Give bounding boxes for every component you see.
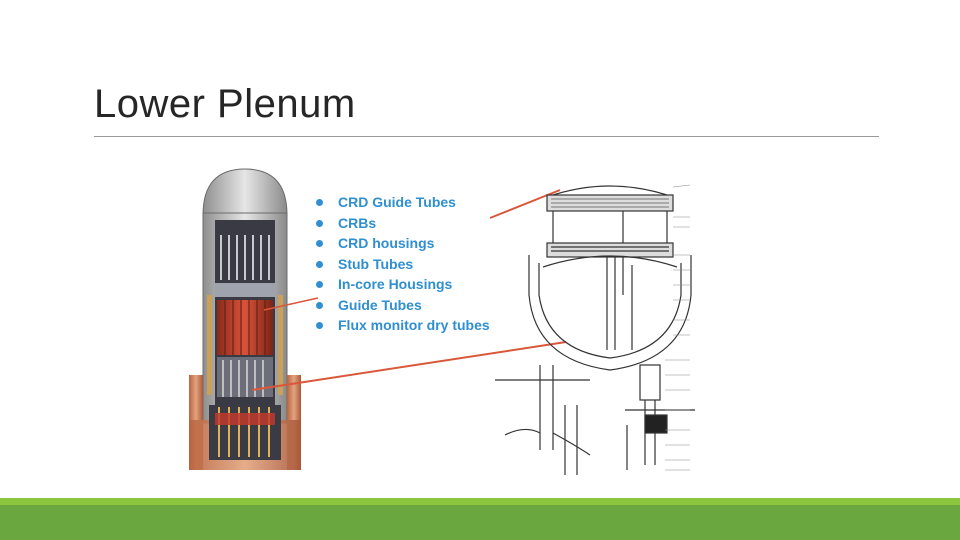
- bullet-item: CRBs: [314, 213, 490, 234]
- callout-line-upper: [263, 297, 319, 311]
- bullet-item: Flux monitor dry tubes: [314, 315, 490, 336]
- bullet-dot-icon: [316, 260, 323, 268]
- bullet-dot-icon: [316, 219, 323, 227]
- bullet-item: In-core Housings: [314, 274, 490, 295]
- bullet-list: CRD Guide Tubes CRBs CRD housings Stub T…: [314, 192, 490, 336]
- title-underline: [94, 136, 879, 137]
- footer-accent-strip: [0, 498, 960, 505]
- bullet-item: CRD Guide Tubes: [314, 192, 490, 213]
- bullet-dot-icon: [316, 281, 323, 288]
- bullet-dot-icon: [316, 322, 323, 329]
- bullet-dot-icon: [316, 199, 323, 206]
- slide-title: Lower Plenum: [94, 82, 356, 126]
- bullet-item: Guide Tubes: [314, 295, 490, 316]
- bullet-dot-icon: [316, 240, 323, 247]
- callout-line-lower: [251, 341, 567, 391]
- reactor-cutaway-image: [189, 168, 301, 470]
- footer-bar: [0, 498, 960, 540]
- bullet-item: Stub Tubes: [314, 254, 490, 275]
- bullet-dot-icon: [316, 301, 323, 309]
- bullet-item: CRD housings: [314, 233, 490, 254]
- lower-plenum-schematic-image: [495, 184, 695, 475]
